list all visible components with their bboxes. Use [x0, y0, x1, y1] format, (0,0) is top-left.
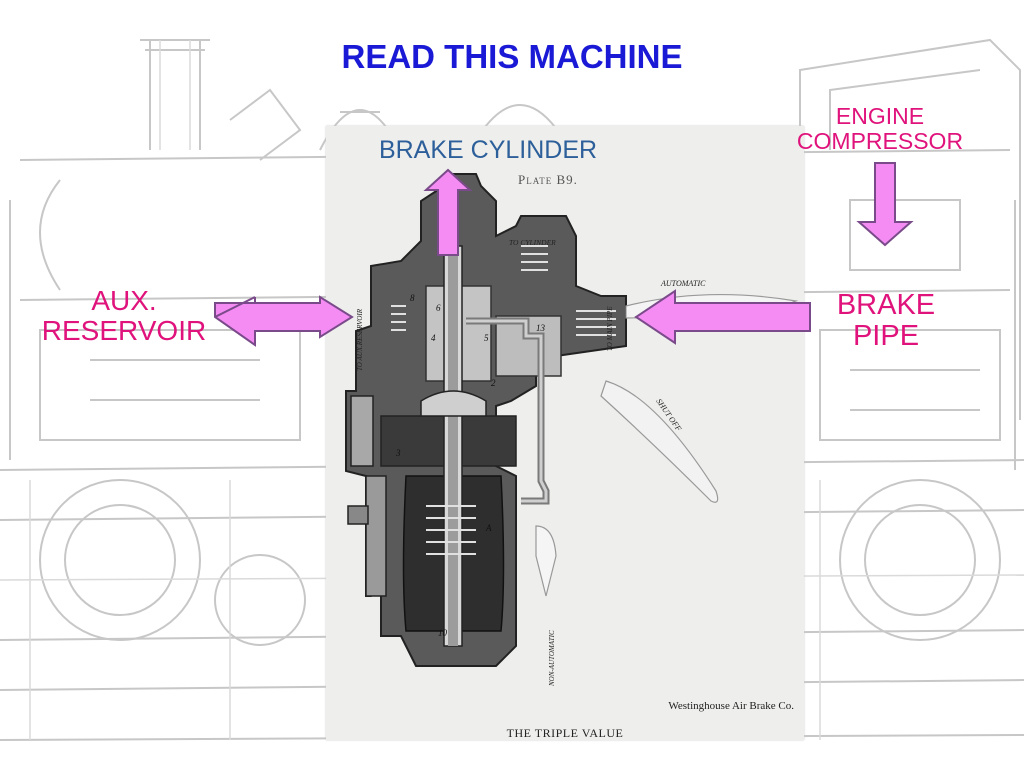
to-aux-reservoir-port-label: TO AUX.RESERVOIR: [356, 308, 364, 371]
arrow-left-from-brake-pipe: [634, 289, 811, 345]
page-title: READ THIS MACHINE: [341, 38, 683, 75]
plate-number: Plate B9.: [518, 172, 578, 187]
brake-cylinder-label: BRAKE CYLINDER: [378, 136, 598, 164]
svg-text:10: 10: [438, 628, 448, 638]
to-cylinder-port-label: TO CYLINDER: [509, 238, 556, 247]
svg-text:8: 8: [410, 293, 415, 303]
to-main-pipe-port-label: TO MAIN PIPE: [606, 306, 614, 351]
svg-text:13: 13: [536, 323, 546, 333]
arrow-up-to-brake-cylinder: [423, 168, 473, 256]
engine-compressor-label-line1: ENGINE: [835, 103, 925, 129]
svg-text:3: 3: [395, 448, 401, 458]
brake-pipe-label-line1: BRAKE: [836, 289, 936, 321]
non-automatic-label: NON-AUTOMATIC: [548, 630, 556, 687]
svg-text:5: 5: [484, 333, 489, 343]
svg-text:2: 2: [491, 378, 496, 388]
plate-caption: THE TRIPLE VALUE: [506, 726, 624, 740]
manufacturer-credit: Westinghouse Air Brake Co.: [668, 700, 794, 712]
aux-reservoir-label-line1: AUX.: [91, 285, 157, 316]
automatic-label: AUTOMATIC: [660, 279, 706, 288]
arrow-down-from-engine-compressor: [856, 162, 914, 247]
svg-text:4: 4: [431, 333, 436, 343]
svg-text:A: A: [485, 523, 492, 533]
engine-compressor-label: ENGINE COMPRESSOR: [770, 104, 990, 154]
aux-reservoir-label-line2: RESERVOIR: [41, 315, 207, 347]
brake-pipe-label: BRAKE PIPE: [806, 289, 966, 353]
aux-reservoir-label: AUX. RESERVOIR: [18, 285, 230, 347]
svg-text:6: 6: [436, 303, 441, 313]
double-arrow-aux-reservoir: [214, 295, 354, 347]
engine-compressor-label-line2: COMPRESSOR: [796, 127, 964, 154]
brake-pipe-label-line2: PIPE: [852, 320, 920, 353]
